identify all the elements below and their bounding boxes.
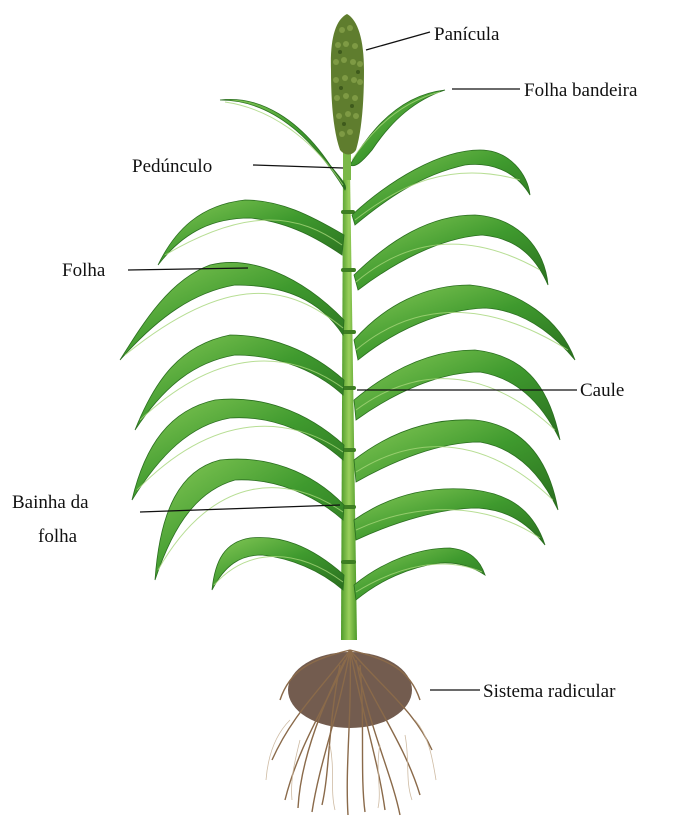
- label-panicula: Panícula: [434, 24, 500, 45]
- leaf: [352, 150, 530, 225]
- leaf: [354, 548, 485, 600]
- leaf: [220, 99, 346, 190]
- leaf: [354, 489, 545, 545]
- label-caule: Caule: [580, 380, 624, 401]
- labels: Panícula Folha bandeira Pedúnculo Folha …: [12, 24, 638, 702]
- label-bainha-line2: folha: [38, 526, 78, 547]
- leaf: [354, 285, 575, 360]
- label-folha-bandeira: Folha bandeira: [524, 80, 638, 101]
- label-folha: Folha: [62, 260, 106, 281]
- leaf: [354, 215, 548, 290]
- leaf: [158, 200, 344, 265]
- label-bainha-line1: Bainha da: [12, 492, 89, 513]
- flag-leaf: [350, 90, 445, 166]
- fine-roots: [266, 720, 436, 810]
- label-pedunculo: Pedúnculo: [132, 156, 212, 177]
- leader-panicula: [366, 32, 430, 50]
- root-system: [266, 650, 436, 815]
- label-sistema-radicular: Sistema radicular: [483, 681, 616, 702]
- leaf: [212, 537, 344, 590]
